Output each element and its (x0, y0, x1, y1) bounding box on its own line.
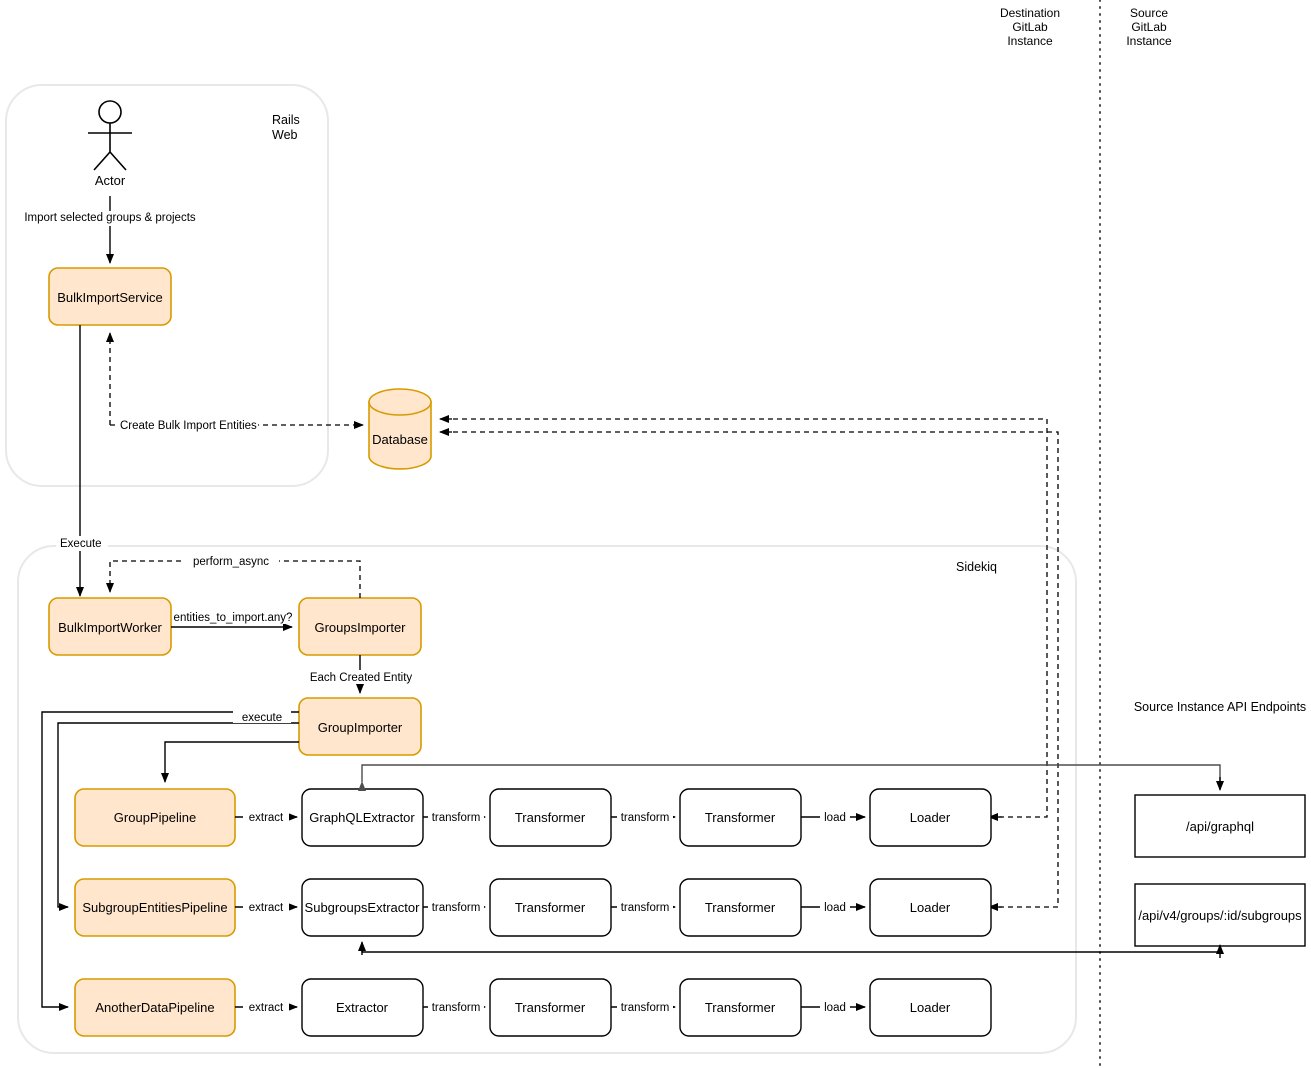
edge-subgroups-extractor-to-api (361, 943, 1220, 953)
actor-label: Actor (95, 173, 126, 188)
node-label-another-data-pipeline: AnotherDataPipeline (95, 1000, 214, 1015)
source-zone-label-line2: GitLab (1131, 20, 1167, 34)
edge-label-execute: Execute (60, 538, 102, 550)
rails-web-label-line2: Web (272, 128, 298, 142)
node-label-loader-r3: Loader (910, 1000, 951, 1015)
node-label-transformer-r3-a: Transformer (515, 1000, 586, 1015)
actor-figure (88, 100, 132, 171)
edge-execute-another-pipeline (41, 711, 299, 1011)
edge-label-entities-to-import: entities_to_import.any? (174, 612, 293, 624)
node-loader-r2[interactable]: Loader (869, 878, 992, 937)
edge-label-transform-r1-b: transform (621, 812, 670, 824)
edge-label-transform-r2-b: transform (621, 902, 670, 914)
edge-label-transform-r1-a: transform (432, 812, 481, 824)
edge-label-create-bulk-import-entities: Create Bulk Import Entities (120, 420, 257, 432)
node-label-transformer-r2-b: Transformer (705, 900, 776, 915)
edge-label-import-selected: Import selected groups & projects (24, 212, 196, 224)
node-label-graphql-extractor: GraphQLExtractor (309, 810, 415, 825)
node-label-group-importer: GroupImporter (318, 720, 403, 735)
node-transformer-r1-a[interactable]: Transformer (489, 788, 612, 847)
node-label-loader-r1: Loader (910, 810, 951, 825)
node-loader-r1[interactable]: Loader (869, 788, 992, 847)
edge-graphql-extractor-to-api (358, 764, 1221, 791)
node-label-database: Database (372, 432, 428, 447)
edge-execute-group-pipeline (161, 741, 299, 783)
node-extractor[interactable]: Extractor (301, 978, 424, 1037)
edge-loader1-to-database (441, 418, 1048, 818)
destination-zone-label-line3: Instance (1007, 34, 1053, 48)
node-group-importer[interactable]: GroupImporter (298, 697, 422, 756)
rails-web-container (5, 84, 329, 487)
node-loader-r3[interactable]: Loader (869, 978, 992, 1037)
node-api-graphql[interactable]: /api/graphql (1134, 794, 1306, 858)
sidekiq-label: Sidekiq (956, 560, 997, 574)
sidekiq-container (17, 545, 1077, 1054)
edge-label-load-r3: load (824, 1002, 846, 1014)
node-label-api-subgroups: /api/v4/groups/:id/subgroups (1138, 908, 1302, 923)
node-label-bulk-import-worker: BulkImportWorker (58, 620, 162, 635)
node-label-transformer-r1-a: Transformer (515, 810, 586, 825)
api-endpoints-heading: Source Instance API Endpoints (1134, 700, 1306, 714)
source-zone-label-line1: Source (1130, 6, 1168, 20)
node-label-transformer-r2-a: Transformer (515, 900, 586, 915)
node-label-bulk-import-service: BulkImportService (57, 290, 162, 305)
node-label-groups-importer: GroupsImporter (314, 620, 406, 635)
node-label-group-pipeline: GroupPipeline (114, 810, 196, 825)
node-subgroup-entities-pipeline[interactable]: SubgroupEntitiesPipeline (74, 878, 236, 937)
edge-execute-subgroup-pipeline (57, 722, 299, 911)
node-groups-importer[interactable]: GroupsImporter (298, 597, 422, 656)
edge-label-each-created-entity: Each Created Entity (310, 672, 413, 684)
node-label-subgroup-entities-pipeline: SubgroupEntitiesPipeline (82, 900, 227, 915)
edge-label-transform-r2-a: transform (432, 902, 481, 914)
node-another-data-pipeline[interactable]: AnotherDataPipeline (74, 978, 236, 1037)
edge-label-transform-r3-a: transform (432, 1002, 481, 1014)
node-transformer-r1-b[interactable]: Transformer (679, 788, 802, 847)
node-transformer-r2-a[interactable]: Transformer (489, 878, 612, 937)
node-bulk-import-service[interactable]: BulkImportService (48, 267, 172, 326)
edge-label-load-r2: load (824, 902, 846, 914)
source-zone-label-line3: Instance (1126, 34, 1172, 48)
edge-label-extract-r2: extract (249, 902, 284, 914)
edge-label-load-r1: load (824, 812, 846, 824)
node-transformer-r3-b[interactable]: Transformer (679, 978, 802, 1037)
node-label-api-graphql: /api/graphql (1186, 819, 1254, 834)
node-label-transformer-r3-b: Transformer (705, 1000, 776, 1015)
edge-label-perform-async: perform_async (193, 556, 269, 568)
node-label-transformer-r1-b: Transformer (705, 810, 776, 825)
node-bulk-import-worker[interactable]: BulkImportWorker (48, 597, 172, 656)
edge-label-extract-r3: extract (249, 1002, 284, 1014)
node-label-extractor: Extractor (336, 1000, 389, 1015)
edge-label-execute-pipeline: execute (242, 712, 282, 724)
node-group-pipeline[interactable]: GroupPipeline (74, 788, 236, 847)
node-graphql-extractor[interactable]: GraphQLExtractor (301, 788, 424, 847)
rails-web-label-line1: Rails (272, 113, 300, 127)
destination-zone-label-line1: Destination (1000, 6, 1060, 20)
node-api-subgroups[interactable]: /api/v4/groups/:id/subgroups (1134, 883, 1306, 947)
node-database[interactable]: Database (368, 388, 432, 470)
node-label-loader-r2: Loader (910, 900, 951, 915)
node-transformer-r2-b[interactable]: Transformer (679, 878, 802, 937)
edge-label-transform-r3-b: transform (621, 1002, 670, 1014)
edge-label-extract-r1: extract (249, 812, 284, 824)
destination-zone-label-line2: GitLab (1012, 20, 1048, 34)
node-label-subgroups-extractor: SubgroupsExtractor (305, 900, 421, 915)
node-transformer-r3-a[interactable]: Transformer (489, 978, 612, 1037)
node-subgroups-extractor[interactable]: SubgroupsExtractor (301, 878, 424, 937)
